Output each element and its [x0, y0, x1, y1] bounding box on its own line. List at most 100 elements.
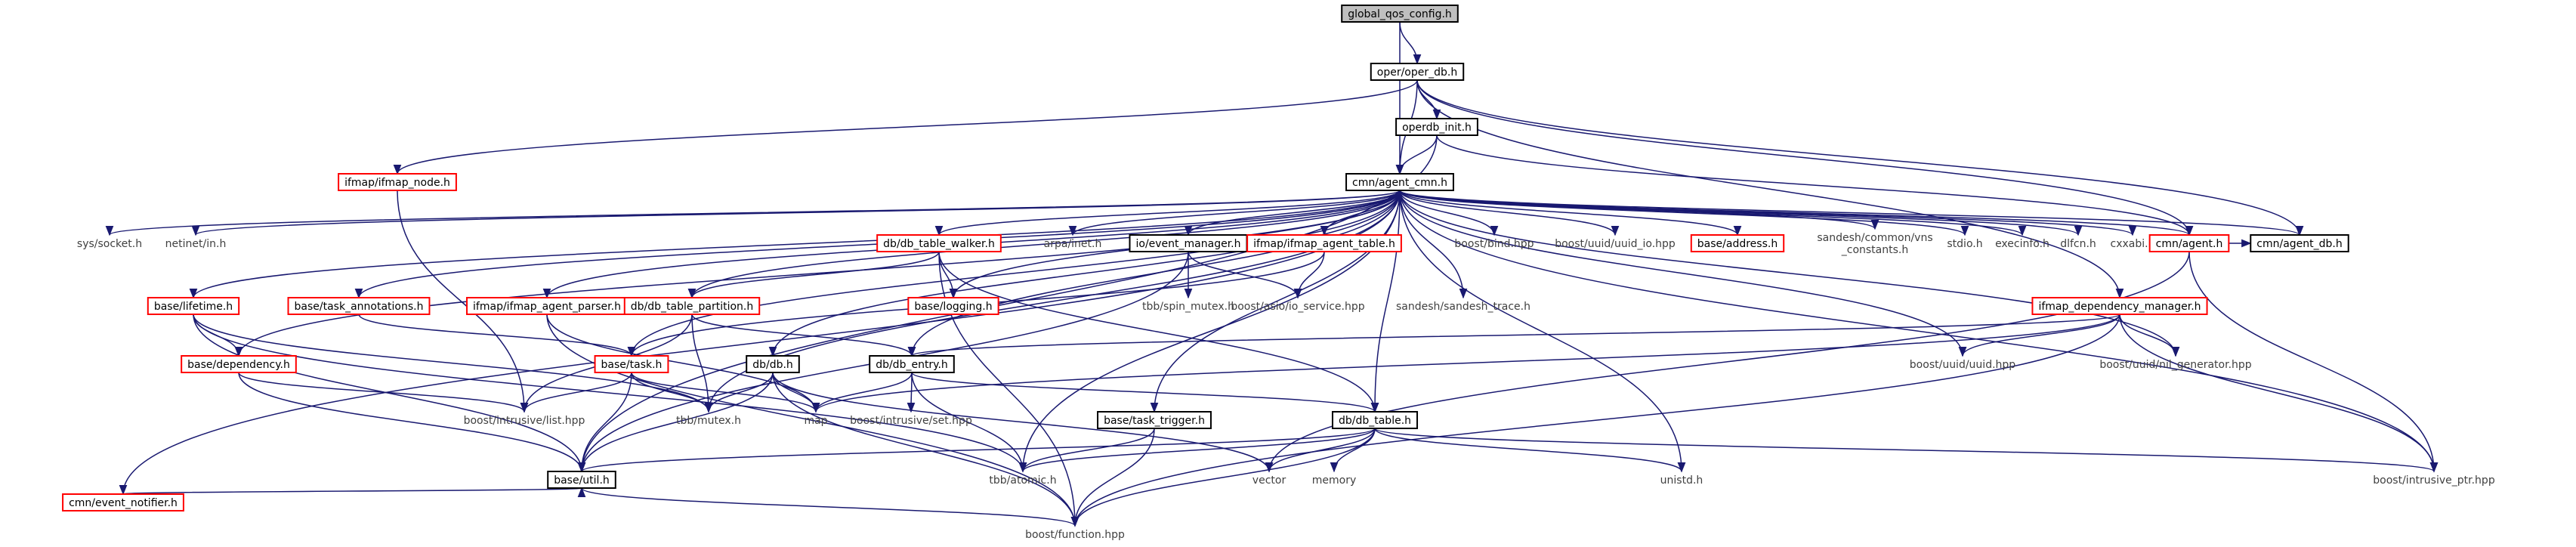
edge-agent-cmn-to-db-table [1370, 190, 1401, 413]
node-agent-db[interactable]: cmn/agent_db.h [2250, 234, 2349, 252]
edge-cmn-agent-to-intrusive-ptr [2188, 251, 2439, 473]
node-db-db[interactable]: db/db.h [746, 355, 800, 373]
node-operdb-init[interactable]: operdb_init.h [1395, 118, 1478, 136]
node-box [62, 493, 184, 511]
node-label: dlfcn.h [2060, 238, 2096, 250]
node-label: sys/socket.h [77, 238, 142, 250]
node-box [1246, 234, 1402, 252]
node-box [547, 471, 616, 489]
node-db-table-walker[interactable]: db/db_table_walker.h [876, 234, 1002, 252]
node-intrusive-list[interactable]: boost/intrusive/list.hpp [458, 412, 591, 428]
node-box [2031, 297, 2208, 315]
edge-base-dependency-to-base-util [238, 372, 586, 473]
node-box [746, 355, 800, 373]
node-execinfo[interactable]: execinfo.h [1989, 235, 2056, 252]
node-unistd[interactable]: unistd.h [1654, 471, 1710, 488]
node-db-entry[interactable]: db/db_entry.h [869, 355, 955, 373]
node-sys-socket[interactable]: sys/socket.h [71, 235, 148, 252]
node-label: execinfo.h [1995, 238, 2049, 250]
edge-agent-cmn-to-execinfo [1399, 190, 2027, 236]
node-label: base/dependency.h [187, 359, 290, 371]
node-tbb-mutex[interactable]: tbb/mutex.h [670, 412, 747, 428]
edge-db-table-to-base-util [578, 428, 1376, 473]
node-global-qos-config[interactable]: global_qos_config.h [1341, 5, 1459, 23]
node-tbb-atomic[interactable]: tbb/atomic.h [983, 471, 1062, 488]
node-base-util[interactable]: base/util.h [547, 471, 616, 489]
node-logging[interactable]: base/logging.h [907, 297, 999, 315]
node-uuid-io[interactable]: boost/uuid/uuid_io.hpp [1549, 235, 1682, 252]
edge-db-table-to-unistd [1374, 428, 1686, 473]
node-agent-cmn[interactable]: cmn/agent_cmn.h [1345, 173, 1454, 191]
node-box [181, 355, 297, 373]
node-label: cmn/event_notifier.h [69, 497, 178, 509]
node-task-annotations[interactable]: base/task_annotations.h [287, 297, 431, 315]
node-netinet-in[interactable]: netinet/in.h [159, 235, 233, 252]
node-base-dependency[interactable]: base/dependency.h [181, 355, 297, 373]
node-ifmap-agent-table[interactable]: ifmap/ifmap_agent_table.h [1246, 234, 1402, 252]
node-ifmap-agent-parser[interactable]: ifmap/ifmap_agent_parser.h [466, 297, 628, 315]
node-base-address[interactable]: base/address.h [1690, 234, 1785, 252]
node-label: ifmap_dependency_manager.h [2038, 301, 2201, 313]
edge-operdb-init-to-cmn-agent [1436, 134, 2194, 236]
node-task-trigger[interactable]: base/task_trigger.h [1097, 411, 1212, 429]
node-label: ifmap/ifmap_node.h [344, 177, 450, 189]
node-arpa-inet[interactable]: arpa/inet.h [1038, 235, 1108, 252]
edge-ifmap-agent-parser-to-map [546, 314, 820, 413]
node-boost-function[interactable]: boost/function.hpp [1019, 526, 1131, 542]
node-stdio[interactable]: stdio.h [1941, 235, 1988, 252]
node-box [876, 234, 1002, 252]
edge-oper-db-to-ifmap-dependency-manager [1416, 79, 2124, 299]
node-dlfcn[interactable]: dlfcn.h [2054, 235, 2102, 252]
node-ifmap-node[interactable]: ifmap/ifmap_node.h [338, 173, 457, 191]
node-sandesh-trace[interactable]: sandesh/sandesh_trace.h [1390, 298, 1537, 314]
node-vector[interactable]: vector [1246, 471, 1292, 488]
node-cxxabi[interactable]: cxxabi.h [2105, 235, 2161, 252]
edge-agent-cmn-to-intrusive-ptr [1399, 190, 2439, 473]
node-label: global_qos_config.h [1348, 8, 1452, 20]
node-nil-generator[interactable]: boost/uuid/nil_generator.hpp [2093, 356, 2257, 372]
edge-oper-db-to-agent-db [1416, 79, 2304, 236]
node-label: vector [1252, 474, 1286, 487]
edge-agent-cmn-to-sandesh-trace [1399, 190, 1468, 299]
edge-agent-cmn-to-db-table-partition [687, 190, 1401, 299]
edge-agent-cmn-to-nil-generator [1399, 190, 2180, 357]
node-sandesh-vns[interactable]: sandesh/common/vns_constants.h [1811, 229, 1938, 258]
edge-event-manager-to-asio-io-service [1188, 251, 1302, 299]
node-tbb-spin-mutex[interactable]: tbb/spin_mutex.h [1136, 298, 1240, 314]
node-label: base/task.h [601, 359, 663, 371]
node-label: tbb/mutex.h [676, 415, 741, 427]
edge-agent-cmn-to-base-dependency [234, 190, 1401, 357]
node-box [623, 297, 761, 315]
node-oper-db[interactable]: oper/oper_db.h [1370, 63, 1465, 81]
node-box [869, 355, 955, 373]
node-label: io/event_manager.h [1135, 238, 1240, 250]
node-db-table[interactable]: db/db_table.h [1331, 411, 1419, 429]
node-event-notifier[interactable]: cmn/event_notifier.h [62, 493, 184, 511]
node-base-task[interactable]: base/task.h [594, 355, 669, 373]
node-lifetime[interactable]: base/lifetime.h [147, 297, 240, 315]
node-boost-bind[interactable]: boost/bind.hpp [1448, 235, 1540, 252]
edge-agent-cmn-to-tbb-atomic [1018, 190, 1401, 473]
node-ifmap-dependency-manager[interactable]: ifmap_dependency_manager.h [2031, 297, 2208, 315]
node-cmn-agent[interactable]: cmn/agent.h [2148, 234, 2230, 252]
node-label: memory [1312, 474, 1357, 487]
node-intrusive-set[interactable]: boost/intrusive/set.hpp [844, 412, 978, 428]
edge-agent-cmn-to-uuid-io [1399, 190, 1620, 236]
node-label: db/db_table.h [1339, 415, 1411, 427]
node-label: _constants.h [1841, 244, 1908, 256]
node-label: cxxabi.h [2111, 238, 2155, 250]
node-label: base/util.h [554, 474, 610, 487]
node-label: base/lifetime.h [154, 301, 233, 313]
node-label: tbb/atomic.h [989, 474, 1056, 487]
node-intrusive-ptr[interactable]: boost/intrusive_ptr.hpp [2367, 471, 2500, 488]
node-db-table-partition[interactable]: db/db_table_partition.h [623, 297, 761, 315]
node-event-manager[interactable]: io/event_manager.h [1129, 234, 1248, 252]
node-label: base/logging.h [914, 301, 992, 313]
node-label: tbb/spin_mutex.h [1142, 301, 1234, 313]
node-asio-io-service[interactable]: boost/asio/io_service.hpp [1225, 298, 1370, 314]
node-boost-uuid[interactable]: boost/uuid/uuid.hpp [1904, 356, 2022, 372]
node-memory[interactable]: memory [1306, 471, 1362, 488]
node-map[interactable]: map [798, 412, 833, 428]
edge-agent-cmn-to-unistd [1399, 190, 1686, 473]
edge-agent-cmn-to-event-manager [1184, 190, 1401, 236]
